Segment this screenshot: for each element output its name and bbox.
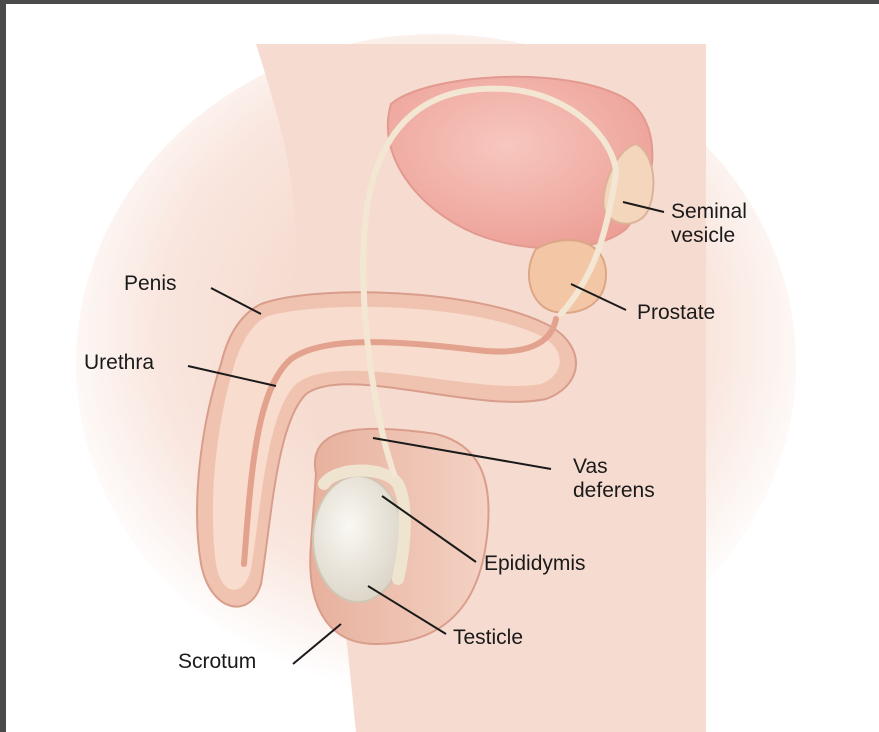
label-penis: Penis <box>124 272 177 296</box>
label-epididymis: Epididymis <box>484 552 586 576</box>
label-scrotum: Scrotum <box>178 650 256 674</box>
label-prostate: Prostate <box>637 301 715 325</box>
label-urethra: Urethra <box>84 351 154 375</box>
label-seminal-vesicle: Seminal vesicle <box>671 200 747 248</box>
label-vas-deferens: Vas deferens <box>573 455 655 503</box>
figure-frame: Seminal vesicle Prostate Penis Urethra V… <box>6 4 879 732</box>
testicle <box>313 476 403 602</box>
label-testicle: Testicle <box>453 626 523 650</box>
